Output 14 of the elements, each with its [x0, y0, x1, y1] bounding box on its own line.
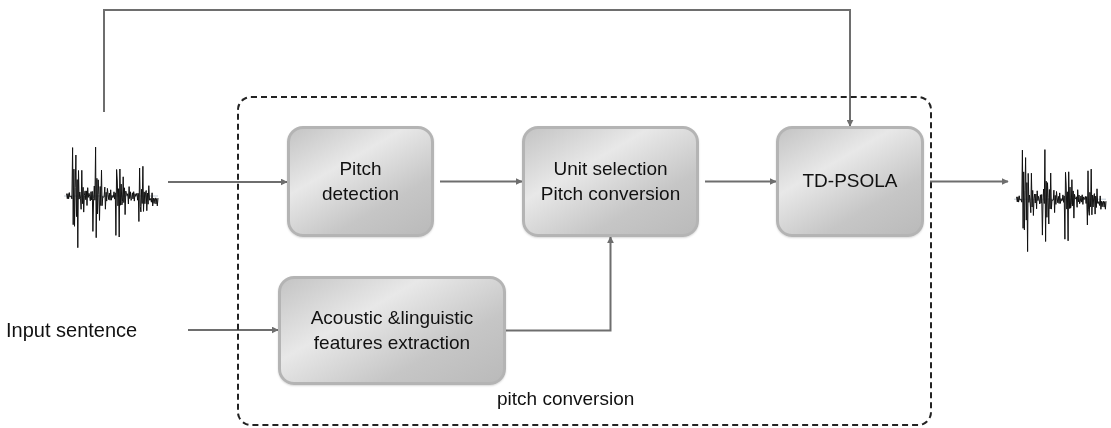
dashed-group-frame	[237, 96, 932, 426]
arrow	[103, 9, 854, 127]
arrow	[704, 178, 777, 185]
input-label: Input sentence	[6, 316, 182, 344]
arrow	[167, 178, 288, 186]
arrow	[439, 178, 523, 185]
process-box: Pitch detection	[287, 126, 434, 237]
process-box: Acoustic &linguistic features extraction	[278, 276, 506, 385]
arrow	[187, 326, 279, 334]
arrow	[929, 178, 1009, 185]
process-box: TD-PSOLA	[776, 126, 924, 237]
process-box: Unit selection Pitch conversion	[522, 126, 699, 237]
arrow	[505, 236, 614, 332]
group-label: pitch conversion	[497, 388, 635, 410]
